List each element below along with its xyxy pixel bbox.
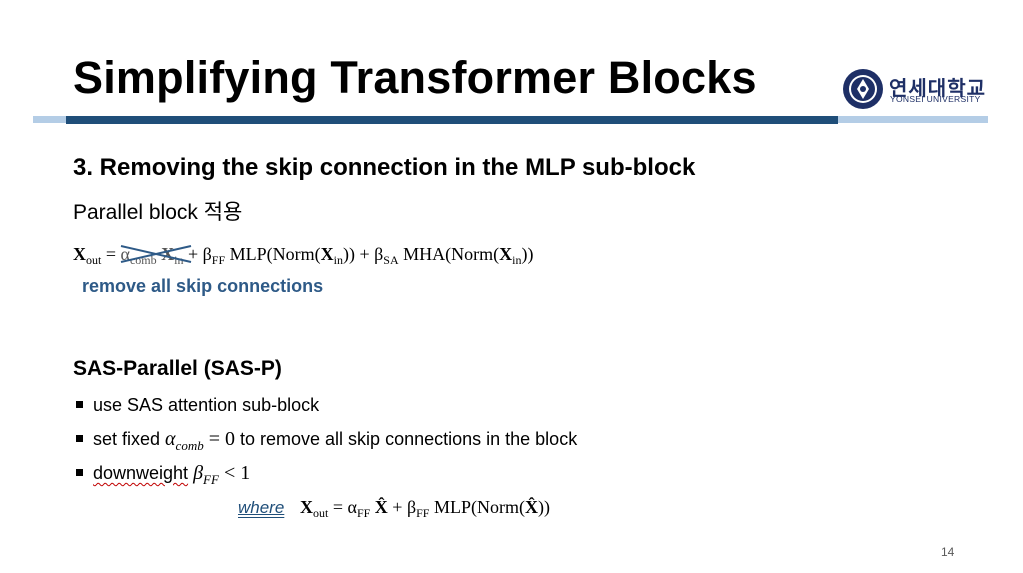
equation-parallel-block: Xout = αcomb Xin + βFF MLP(Norm(Xin)) + … — [73, 244, 534, 267]
bullet-square-icon — [76, 435, 83, 442]
bullet-item: downweight βFF < 1 — [76, 462, 250, 488]
logo-korean-name: 연세대학교 — [889, 78, 986, 100]
remove-skip-note: remove all skip connections — [82, 276, 324, 296]
bullet-item: use SAS attention sub-block — [76, 395, 319, 416]
bullet-text: downweight βFF < 1 — [93, 462, 251, 487]
where-label: where — [238, 498, 285, 517]
university-logo: 연세대학교 YONSEI UNIVERSITY — [842, 68, 987, 109]
bullet-square-icon — [76, 469, 83, 476]
sas-parallel-heading: SAS-Parallel (SAS-P) — [73, 357, 282, 380]
struck-skip-term: αcomb Xin — [120, 244, 191, 267]
parallel-block-line: Parallel block 적용 — [73, 201, 243, 224]
bullet-text: set fixed αcomb = 0 to remove all skip c… — [93, 428, 578, 453]
title-underline-dark — [66, 116, 838, 124]
slide-title: Simplifying Transformer Blocks — [73, 52, 757, 103]
bullet-text: use SAS attention sub-block — [93, 395, 320, 415]
page-number: 14 — [941, 545, 955, 559]
logo-english-name: YONSEI UNIVERSITY — [890, 94, 981, 104]
yonsei-seal-icon — [843, 69, 883, 109]
bullet-item: set fixed αcomb = 0 to remove all skip c… — [76, 428, 577, 454]
bullet-square-icon — [76, 401, 83, 408]
section-heading: 3. Removing the skip connection in the M… — [73, 154, 696, 181]
equation-sas-parallel: Xout = αFF X̂ + βFF MLP(Norm(X̂)) — [300, 497, 550, 520]
